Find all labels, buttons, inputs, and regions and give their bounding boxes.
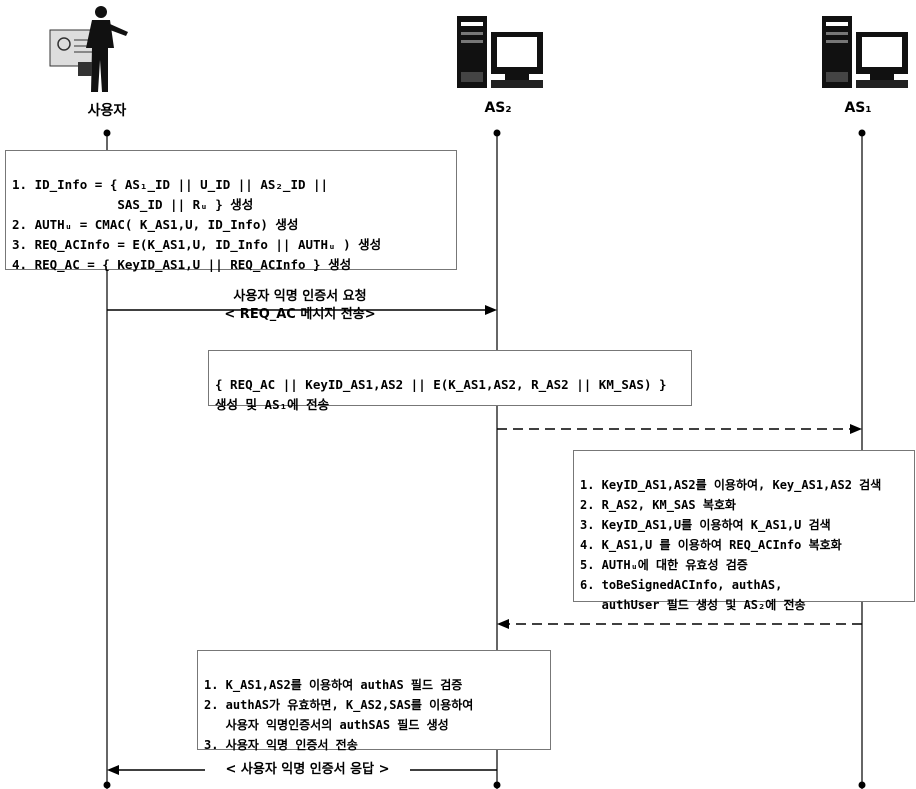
as1-bottom-dot <box>858 781 866 789</box>
as2-steps-box: 1. K_AS1,AS2를 이용하여 authAS 필드 검증 2. authAS… <box>197 650 551 752</box>
as2-bottom-dot <box>493 781 501 789</box>
as1-step-1: 1. KeyID_AS1,AS2를 이용하여, Key_AS1,AS2 검색 <box>580 478 882 492</box>
user-bottom-dot <box>103 781 111 789</box>
as1-top-dot <box>858 129 866 137</box>
response-arrowhead <box>107 765 119 775</box>
as1-step-6: 6. toBeSignedACInfo, authAS, <box>580 578 783 592</box>
user-step-2: 2. AUTHᵤ = CMAC( K_AS1,U, ID_Info) 생성 <box>12 217 299 232</box>
as2-step-2-cont: 사용자 익명인증서의 authSAS 필드 생성 <box>204 718 449 732</box>
user-steps-box: 1. ID_Info = { AS₁_ID || U_ID || AS₂_ID … <box>5 150 457 272</box>
as2-top-dot <box>493 129 501 137</box>
user-step-3: 3. REQ_ACInfo = E(K_AS1,U, ID_Info || AU… <box>12 237 382 252</box>
as1-step-6-cont: authUser 필드 생성 및 AS₂에 전송 <box>580 598 806 612</box>
forward-arrowhead <box>850 424 862 434</box>
as2-step-1: 1. K_AS1,AS2를 이용하여 authAS 필드 검증 <box>204 678 463 692</box>
as1-step-3: 3. KeyID_AS1,U를 이용하여 K_AS1,U 검색 <box>580 518 831 532</box>
as2-forward-box: { REQ_AC || KeyID_AS1,AS2 || E(K_AS1,AS2… <box>208 350 692 412</box>
as1-step-2: 2. R_AS2, KM_SAS 복호화 <box>580 498 736 512</box>
user-step-4: 4. REQ_AC = { KeyID_AS1,U || REQ_ACInfo … <box>12 257 352 272</box>
request-arrowhead <box>485 305 497 315</box>
user-person-icon <box>49 6 128 92</box>
as2-step-2: 2. authAS가 유효하면, K_AS2,SAS를 이용하여 <box>204 698 474 712</box>
as1-step-5: 5. AUTHᵤ에 대한 유효성 검증 <box>580 558 748 572</box>
user-top-dot <box>103 129 111 137</box>
as1-steps-box: 1. KeyID_AS1,AS2를 이용하여, Key_AS1,AS2 검색 2.… <box>573 450 915 612</box>
as2-forward-line-2: 생성 및 AS₁에 전송 <box>215 397 330 412</box>
as1-label: AS₁ <box>844 100 872 116</box>
request-line-1: 사용자 익명 인증서 요청 <box>233 289 367 304</box>
as2-computer-icon <box>457 16 543 88</box>
as1-step-4: 4. K_AS1,U 를 이용하여 REQ_ACInfo 복호화 <box>580 538 842 552</box>
user-step-1: 1. ID_Info = { AS₁_ID || U_ID || AS₂_ID … <box>12 177 329 192</box>
return-arrowhead <box>497 619 509 629</box>
as1-computer-icon <box>822 16 908 88</box>
response-message-label: < 사용자 익명 인증서 응답 > <box>205 760 410 780</box>
as2-label: AS₂ <box>484 100 512 116</box>
request-message-label: 사용자 익명 인증서 요청 < REQ_AC 메시지 전송> <box>190 287 410 325</box>
as2-forward-line-1: { REQ_AC || KeyID_AS1,AS2 || E(K_AS1,AS2… <box>215 377 667 392</box>
user-label: 사용자 <box>87 103 127 119</box>
as2-step-3: 3. 사용자 익명 인증서 전송 <box>204 738 358 752</box>
user-step-1-cont: SAS_ID || Rᵤ } 생성 <box>12 197 254 212</box>
request-line-2: < REQ_AC 메시지 전송> <box>224 307 376 322</box>
